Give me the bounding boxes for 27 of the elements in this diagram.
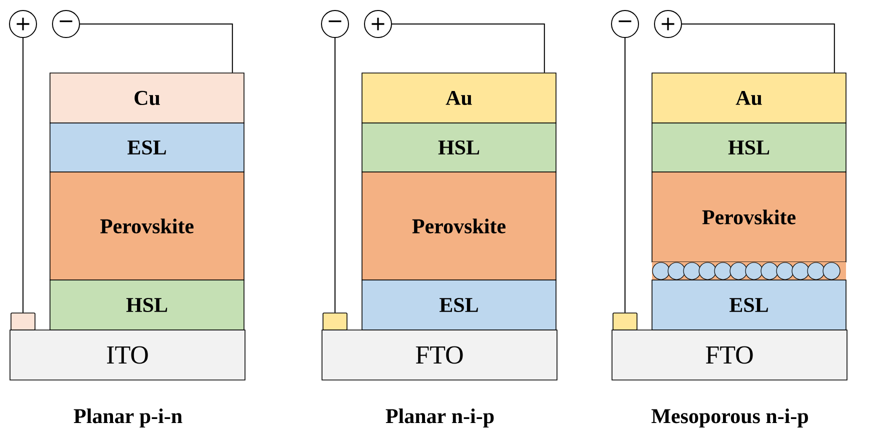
wire	[334, 38, 336, 314]
layer-box: Perovskite	[362, 172, 556, 280]
wire	[80, 24, 233, 74]
wire	[624, 38, 626, 314]
contact-pad	[322, 312, 348, 330]
wire	[682, 24, 835, 74]
wire	[392, 24, 545, 74]
layer-box: Cu	[50, 72, 244, 124]
substrate-box: FTO	[322, 330, 558, 380]
substrate-box: ITO	[10, 330, 246, 380]
layer-box: Perovskite	[50, 172, 244, 280]
device-title: Planar p-i-n	[74, 408, 182, 428]
layer-box: Au	[652, 72, 846, 124]
layer-box: ESL	[652, 280, 846, 330]
wire	[22, 38, 24, 314]
contact-pad	[10, 312, 36, 330]
contact-pad	[612, 312, 638, 330]
device-title: Mesoporous n-i-p	[652, 408, 808, 428]
layer-box: Au	[362, 72, 556, 124]
layer-box: HSL	[50, 280, 244, 330]
layer-box: ESL	[362, 280, 556, 330]
nanoparticle-layer	[652, 262, 846, 280]
substrate-box: FTO	[612, 330, 848, 380]
layer-box: HSL	[652, 122, 846, 172]
device-title: Planar n-i-p	[386, 408, 494, 428]
layer-box: HSL	[362, 122, 556, 172]
layer-box: ESL	[50, 122, 244, 172]
